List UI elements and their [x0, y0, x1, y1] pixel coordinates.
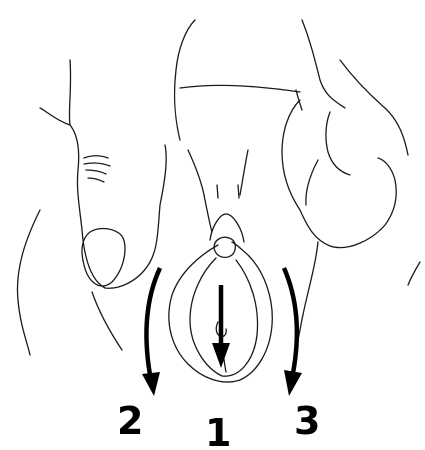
arrow-1 — [212, 285, 230, 368]
arrow-2-shaft — [146, 268, 160, 375]
center-tick-left — [217, 185, 218, 198]
center-right-fold — [240, 150, 248, 195]
right-thumb-inner — [326, 112, 350, 175]
far-right-edge — [340, 60, 408, 155]
left-thigh-outer — [17, 210, 40, 355]
upper-right-ridge — [296, 90, 302, 110]
upper-middle-fold — [180, 85, 300, 92]
clitoris — [214, 237, 235, 257]
left-thumb-crease-1 — [84, 156, 108, 158]
left-thumb-crease-2 — [84, 163, 110, 166]
step-label-1: 1 — [205, 411, 231, 450]
anatomy-line-drawing — [17, 20, 420, 385]
center-tick-right — [238, 185, 239, 198]
arrow-1-head — [212, 343, 230, 368]
arrow-3-shaft — [284, 268, 297, 373]
step-label-2: 2 — [117, 399, 143, 443]
right-thigh-outer — [408, 262, 420, 285]
arrow-2 — [142, 268, 160, 396]
step-label-3: 3 — [294, 399, 320, 443]
right-thumb-knuckle — [306, 160, 318, 205]
arrow-2-head — [142, 372, 160, 396]
left-thumb-crease-4 — [88, 178, 104, 182]
upper-right-finger — [302, 20, 345, 108]
left-thumb-crease-3 — [86, 170, 106, 174]
left-thumbnail — [82, 229, 125, 286]
upper-left-finger — [175, 20, 195, 140]
center-left-fold — [188, 150, 212, 232]
left-thigh-inner — [92, 292, 122, 350]
left-thumb-outline — [40, 60, 166, 288]
right-thumb-outline — [282, 100, 396, 248]
arrow-3-head — [284, 370, 302, 396]
